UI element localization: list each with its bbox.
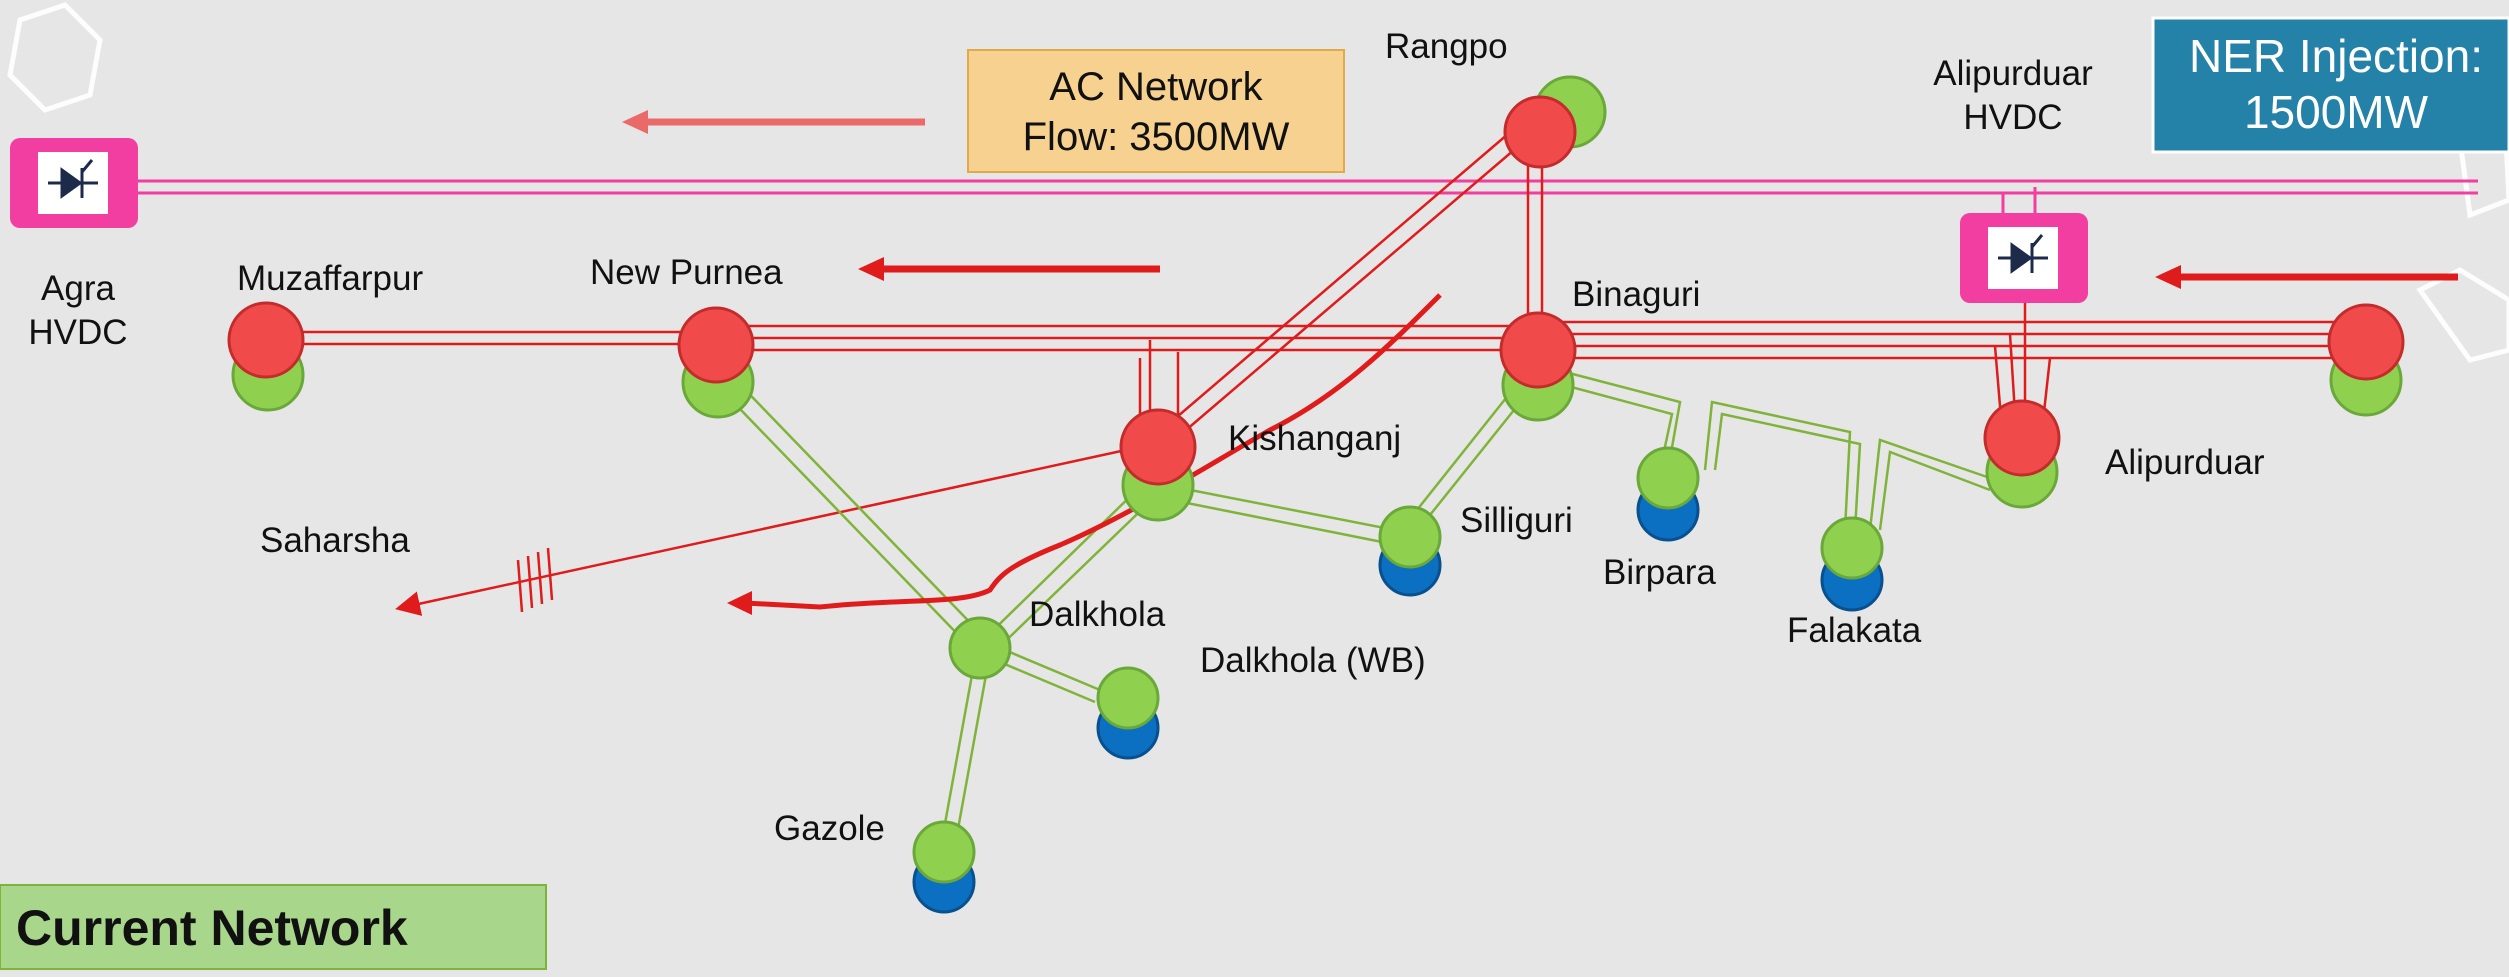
node-gazole bbox=[912, 820, 976, 914]
label-rangpo: Rangpo bbox=[1385, 27, 1508, 66]
ner-injection-line1: NER Injection: bbox=[2189, 30, 2483, 82]
node-dalkhola-wb bbox=[1096, 666, 1160, 760]
label-birpara: Birpara bbox=[1603, 553, 1716, 592]
ner-injection-line2: 1500MW bbox=[2244, 86, 2429, 138]
station-labels: Rangpo Alipurduar HVDC Agra HVDC Muzaffa… bbox=[28, 27, 2264, 848]
node-binaguri bbox=[1499, 311, 1577, 422]
label-agra-1: Agra bbox=[41, 269, 115, 308]
red-transmission-lines bbox=[268, 127, 2366, 616]
label-dalkhola-wb: Dalkhola (WB) bbox=[1200, 641, 1426, 680]
label-silliguri: Silliguri bbox=[1460, 501, 1573, 540]
label-alipurduar-hvdc-2: HVDC bbox=[1963, 98, 2062, 137]
green-transmission-lines bbox=[711, 370, 1991, 841]
agra-hvdc-station bbox=[10, 138, 138, 228]
label-kishanganj: Kishanganj bbox=[1228, 419, 1401, 458]
label-alipurduar: Alipurduar bbox=[2105, 443, 2265, 482]
current-network-title: Current Network bbox=[16, 900, 408, 956]
node-new-purnea bbox=[677, 306, 755, 419]
current-network-badge: Current Network bbox=[0, 884, 547, 970]
thyristor-icon bbox=[1998, 234, 2048, 274]
ac-network-line2: Flow: 3500MW bbox=[1023, 115, 1290, 159]
label-falakata: Falakata bbox=[1787, 611, 1922, 650]
ac-network-line1: AC Network bbox=[1049, 65, 1263, 109]
node-silliguri bbox=[1378, 505, 1442, 597]
alipurduar-hvdc-station bbox=[1960, 213, 2088, 303]
curved-flow-arrow bbox=[744, 293, 1442, 610]
node-right-end bbox=[2327, 303, 2405, 417]
node-alipurduar bbox=[1983, 399, 2061, 509]
label-alipurduar-hvdc-1: Alipurduar bbox=[1933, 54, 2093, 93]
nodes bbox=[227, 75, 2405, 914]
label-new-purnea: New Purnea bbox=[590, 253, 783, 292]
label-saharsha: Saharsha bbox=[260, 521, 410, 560]
node-dalkhola bbox=[948, 616, 1012, 680]
label-gazole: Gazole bbox=[774, 809, 885, 848]
label-dalkhola: Dalkhola bbox=[1029, 595, 1166, 634]
hvdc-bus-line bbox=[130, 179, 2478, 215]
label-agra-2: HVDC bbox=[28, 313, 127, 352]
flow-arrows bbox=[622, 110, 2458, 615]
node-falakata bbox=[1820, 516, 1884, 612]
node-rangpo bbox=[1503, 75, 1607, 169]
node-muzaffarpur bbox=[227, 301, 305, 412]
node-kishanganj bbox=[1119, 408, 1197, 522]
ner-injection-box: NER Injection: 1500MW bbox=[2151, 16, 2509, 154]
node-birpara bbox=[1636, 446, 1700, 542]
ac-network-box: AC Network Flow: 3500MW bbox=[967, 49, 1345, 173]
label-binaguri: Binaguri bbox=[1572, 275, 1700, 314]
thyristor-icon bbox=[48, 159, 98, 199]
label-muzaffarpur: Muzaffarpur bbox=[237, 259, 423, 298]
